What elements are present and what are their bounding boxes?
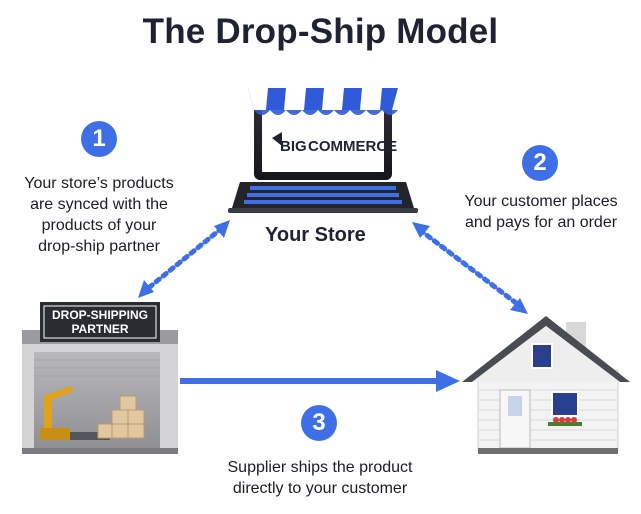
store-label: Your Store xyxy=(265,224,366,246)
step-1-badge: 1 xyxy=(81,121,117,157)
page-title: The Drop-Ship Model xyxy=(142,12,499,51)
step-3-line-2: directly to your customer xyxy=(232,480,408,497)
sync-arrow xyxy=(138,220,230,298)
step-1-text: Your store’s products are synced with th… xyxy=(10,173,188,257)
step-1-line-1: Your store’s products xyxy=(24,175,174,192)
brand-prefix: BIG xyxy=(280,138,307,155)
laptop-store-icon xyxy=(228,88,418,213)
awning-icon xyxy=(248,88,398,115)
order-arrow xyxy=(412,222,528,314)
step-3-badge: 3 xyxy=(301,405,337,441)
brand-suffix: COMMERCE xyxy=(308,138,397,155)
step-2-line-2: and pays for an order xyxy=(464,214,618,231)
partner-sign-line1: DROP-SHIPPING xyxy=(52,308,148,322)
step-1-line-3: products of your xyxy=(41,217,157,234)
warehouse-icon xyxy=(22,302,178,454)
step-3-text: Supplier ships the product directly to y… xyxy=(190,457,450,499)
house-icon xyxy=(462,316,630,454)
step-1-line-4: drop-ship partner xyxy=(38,238,160,255)
step-2-badge: 2 xyxy=(522,145,558,181)
step-2-line-1: Your customer places xyxy=(464,193,618,210)
step-1-line-2: are synced with the xyxy=(30,196,168,213)
ship-arrow xyxy=(180,370,460,392)
partner-sign-line2: PARTNER xyxy=(71,322,128,336)
step-2-text: Your customer places and pays for an ord… xyxy=(452,191,630,233)
step-3-line-1: Supplier ships the product xyxy=(227,459,413,476)
